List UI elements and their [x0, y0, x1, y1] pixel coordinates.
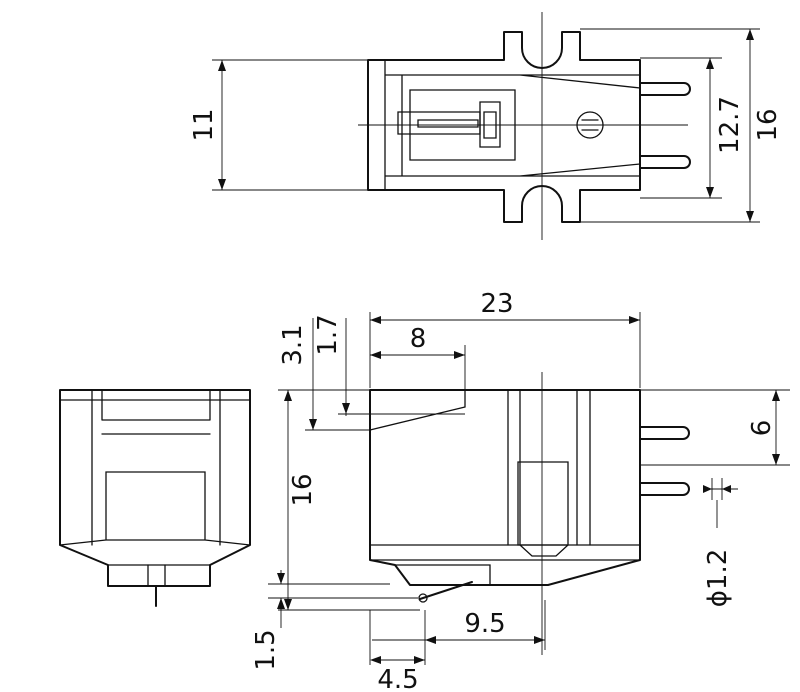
side-view-pin-offset-label: 6 [747, 420, 777, 437]
top-view-screw-slot [581, 119, 599, 131]
side-view-body-outline [369, 389, 641, 586]
side-view-stylus-cantilever [419, 581, 473, 600]
front-view-top-flange [59, 389, 251, 546]
top-view-inner-recess [409, 89, 516, 161]
side-view-stylus-to-end-label: 9.5 [464, 609, 505, 639]
side-view-stylus-tip [418, 593, 428, 603]
side-view-stylus-from-front-label: 4.5 [377, 665, 418, 692]
side-view-tip-height-label: 1.5 [251, 629, 281, 670]
side-view-step-a-label: 3.1 [278, 324, 308, 365]
top-view-pins [639, 82, 691, 169]
side-view: 23 8 3.1 1.7 16 6 ϕ1.2 1.5 9.5 4.5 [251, 289, 790, 692]
side-view-step-b-label: 1.7 [313, 314, 343, 355]
top-view-stylus-block [479, 101, 501, 148]
top-view-centerlines [358, 12, 688, 240]
top-view-height-label: 11 [189, 108, 219, 141]
top-view-body-outline [367, 31, 641, 223]
top-view-width-label: 16 [753, 108, 783, 141]
side-view-dimension-lines [268, 312, 790, 665]
side-view-pin-diameter-label: ϕ1.2 [703, 549, 733, 608]
front-view-center-block [59, 471, 251, 546]
side-view-vertical-divisions [507, 389, 591, 546]
front-view-stylus-holder [147, 564, 166, 587]
side-view-stylus-offset-label: 8 [410, 324, 427, 354]
front-view [59, 389, 251, 607]
front-view-body-outline [59, 389, 251, 587]
side-view-length-label: 23 [480, 289, 513, 319]
side-view-pins [639, 426, 690, 496]
side-view-arrows [277, 316, 780, 664]
side-view-top-wedge [369, 389, 466, 431]
side-view-base-line [369, 544, 641, 586]
top-view: 11 12.7 16 [189, 12, 783, 240]
top-view-dimension-lines [212, 28, 760, 223]
side-view-height-label: 16 [288, 473, 318, 506]
top-view-pin-span-label: 12.7 [715, 96, 745, 154]
side-view-rear-block [517, 461, 569, 557]
